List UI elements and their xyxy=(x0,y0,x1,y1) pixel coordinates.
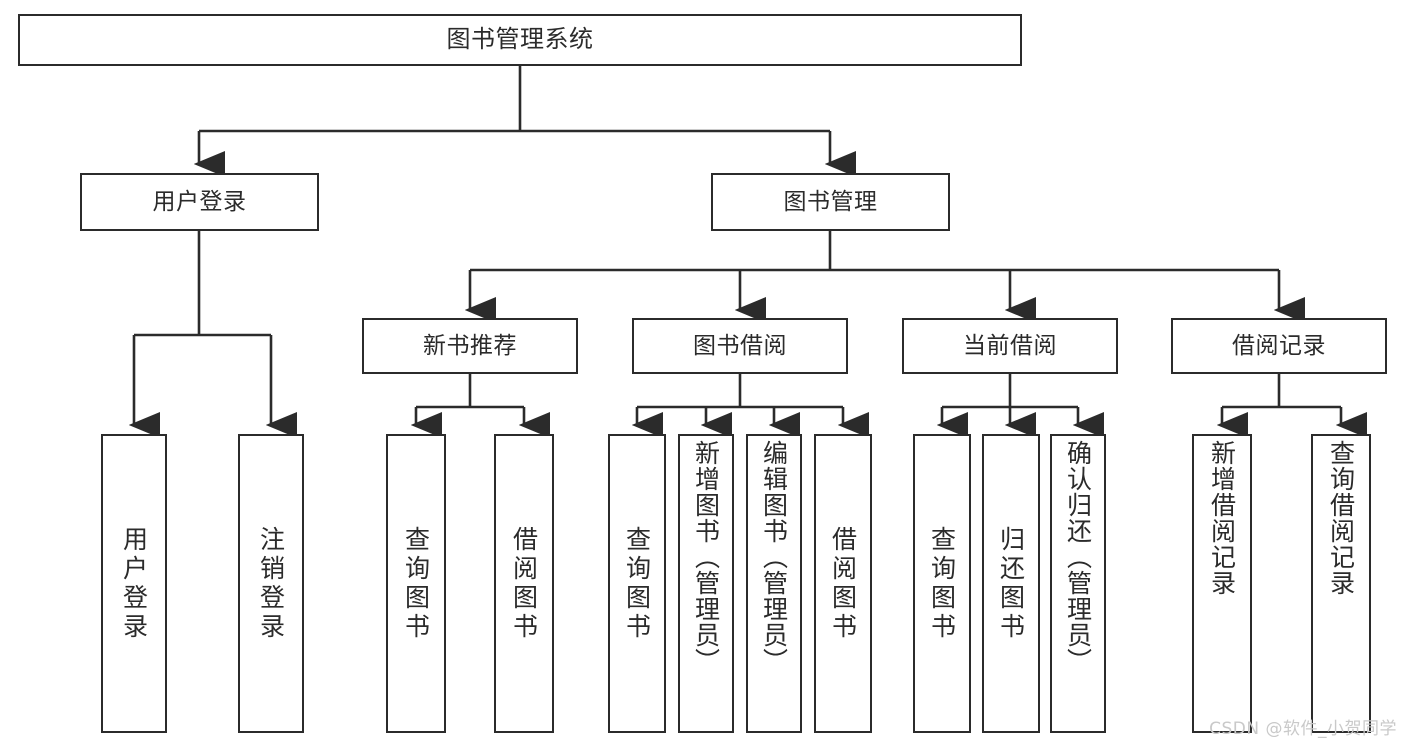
node-label: 图书管理 xyxy=(783,188,878,215)
leaf-borrow-book-recommend[interactable]: 借阅图书 xyxy=(494,434,554,733)
node-book-borrow[interactable]: 图书借阅 xyxy=(632,318,848,374)
leaf-return-book[interactable]: 归还图书 xyxy=(982,434,1040,733)
leaf-query-borrow-record[interactable]: 查询借阅记录 xyxy=(1311,434,1371,733)
leaf-user-login[interactable]: 用户登录 xyxy=(101,434,167,733)
node-label: 查询图书 xyxy=(622,525,652,642)
node-label: 新增图书（管理员） xyxy=(691,440,721,674)
node-label: 图书管理系统 xyxy=(446,25,594,54)
leaf-borrow-book-borrow[interactable]: 借阅图书 xyxy=(814,434,872,733)
node-label: 查询图书 xyxy=(401,525,431,642)
node-label: 用户登录 xyxy=(152,188,247,215)
leaf-add-borrow-record[interactable]: 新增借阅记录 xyxy=(1192,434,1252,733)
leaf-edit-book-admin[interactable]: 编辑图书（管理员） xyxy=(746,434,802,733)
leaf-logout[interactable]: 注销登录 xyxy=(238,434,304,733)
node-label: 借阅图书 xyxy=(828,525,858,642)
node-label: 用户登录 xyxy=(119,525,149,642)
node-new-book-recommend[interactable]: 新书推荐 xyxy=(362,318,578,374)
node-label: 确认归还（管理员） xyxy=(1063,440,1093,674)
node-label: 借阅记录 xyxy=(1232,332,1326,359)
node-root-system[interactable]: 图书管理系统 xyxy=(18,14,1022,66)
node-label: 归还图书 xyxy=(996,525,1026,642)
leaf-add-book-admin[interactable]: 新增图书（管理员） xyxy=(678,434,734,733)
node-label: 新书推荐 xyxy=(423,332,517,359)
node-current-borrow[interactable]: 当前借阅 xyxy=(902,318,1118,374)
node-borrow-record[interactable]: 借阅记录 xyxy=(1171,318,1387,374)
node-user-login[interactable]: 用户登录 xyxy=(80,173,319,231)
leaf-query-book-recommend[interactable]: 查询图书 xyxy=(386,434,446,733)
node-label: 新增借阅记录 xyxy=(1207,440,1237,596)
node-label: 查询图书 xyxy=(927,525,957,642)
node-book-management[interactable]: 图书管理 xyxy=(711,173,950,231)
node-label: 查询借阅记录 xyxy=(1326,440,1356,596)
leaf-query-book-current[interactable]: 查询图书 xyxy=(913,434,971,733)
node-label: 注销登录 xyxy=(256,525,286,642)
leaf-query-book-borrow[interactable]: 查询图书 xyxy=(608,434,666,733)
node-label: 当前借阅 xyxy=(963,332,1057,359)
watermark-text: CSDN @软件_小贺同学 xyxy=(1209,719,1397,739)
node-label: 借阅图书 xyxy=(509,525,539,642)
node-label: 编辑图书（管理员） xyxy=(759,440,789,674)
leaf-confirm-return-admin[interactable]: 确认归还（管理员） xyxy=(1050,434,1106,733)
node-label: 图书借阅 xyxy=(693,332,787,359)
